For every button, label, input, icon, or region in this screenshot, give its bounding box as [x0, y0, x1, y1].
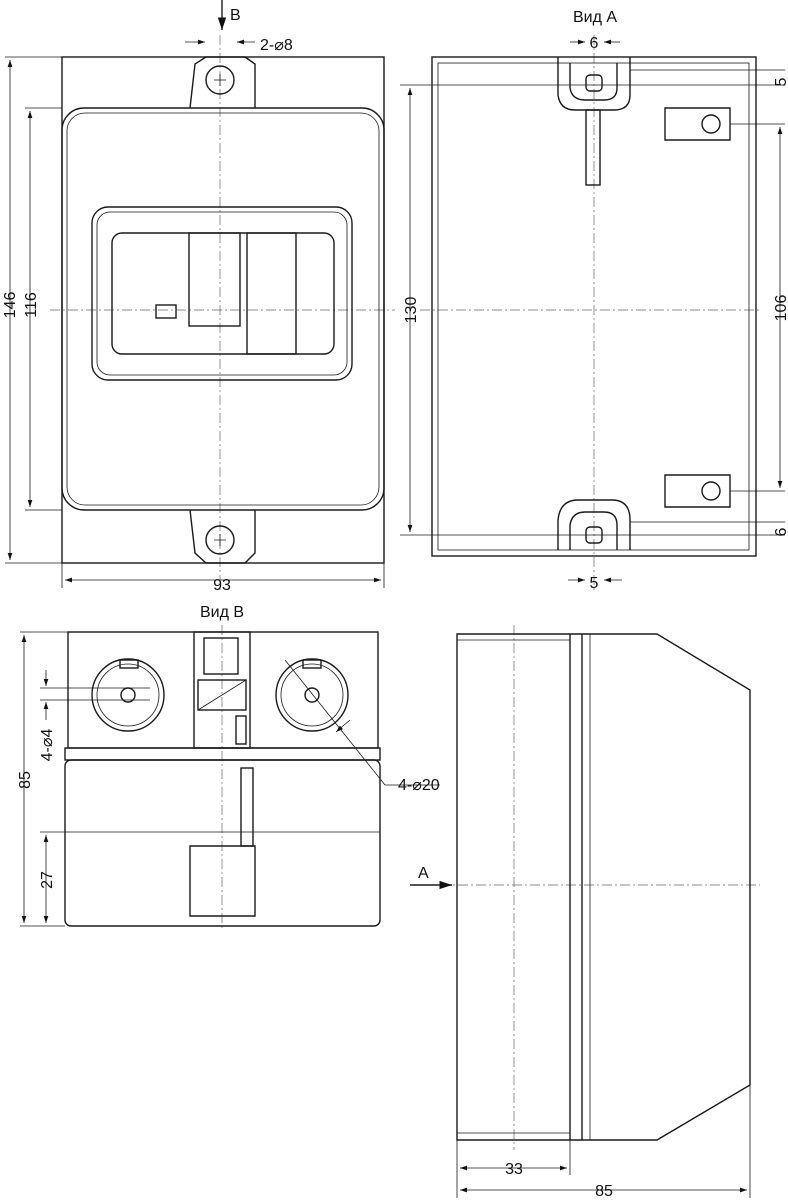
holes-small-label: 4-⌀4 [39, 729, 56, 762]
holes-large-label: 4-⌀20 [398, 777, 440, 794]
view-b: Вид В 85 4-⌀4 27 4-⌀20 [17, 604, 440, 930]
view-a: Вид А 6 5 106 6 130 5 [400, 9, 788, 592]
dim-6-right: 6 [773, 527, 788, 536]
view-a-title: Вид А [573, 9, 617, 26]
side-view: A 33 85 [410, 625, 760, 1200]
indicator [155, 304, 177, 319]
holes-top-label: 2-⌀8 [260, 37, 293, 54]
view-b-title: Вид В [200, 604, 244, 621]
screw-top-icon [205, 65, 235, 95]
dim-5-bottom: 5 [590, 575, 599, 592]
dim-27: 27 [39, 871, 56, 889]
arrow-a-label: A [418, 865, 429, 882]
front-view: B 2-⌀8 146 116 93 [2, 0, 395, 594]
dim-5-right: 5 [773, 77, 788, 86]
dim-6-top: 6 [590, 35, 599, 52]
dim-106: 106 [773, 295, 788, 322]
dim-33: 33 [505, 1161, 523, 1178]
toggle-right [246, 232, 297, 355]
dim-93: 93 [213, 577, 231, 594]
dim-130: 130 [403, 297, 420, 324]
dim-85: 85 [595, 1183, 613, 1200]
arrow-b-label: B [230, 7, 241, 24]
dim-146: 146 [2, 292, 19, 319]
toggle-left [188, 232, 241, 327]
dim-85-left: 85 [17, 771, 34, 789]
dim-116: 116 [23, 292, 40, 318]
screw-bottom-icon [205, 525, 235, 555]
